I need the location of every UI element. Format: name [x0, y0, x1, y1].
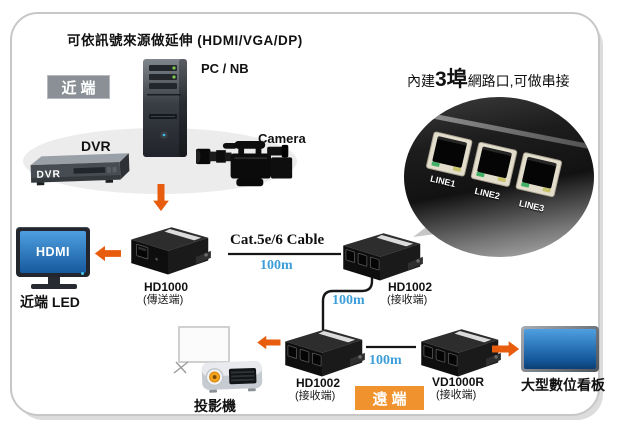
dvr-label: DVR: [81, 138, 111, 154]
cable-type-label: Cat.5e/6 Cable: [230, 232, 325, 248]
port-label-line3: LINE3: [518, 198, 546, 214]
callout-suffix: 網路口,可做串接: [467, 73, 570, 89]
extender-hd1002a-illustration: [343, 233, 423, 281]
rj45-port-1: [425, 131, 473, 178]
projector-illustration: [201, 361, 263, 393]
extender-hd1000-illustration: [131, 227, 211, 275]
arrow-left-monitor-icon: [94, 245, 121, 262]
cable-length-2: 100m: [332, 293, 365, 308]
extender-vd1000r-model: VD1000R: [432, 375, 485, 389]
cable-length-3: 100m: [369, 353, 402, 368]
extender-vd1000r-illustration: [421, 329, 501, 377]
extender-hd1002a-model: HD1002: [388, 280, 433, 294]
pc-label: PC / NB: [201, 61, 249, 76]
dvr-illustration: DVR: [30, 153, 130, 186]
near-monitor-label: 近端 LED: [20, 294, 80, 310]
callout-prefix: 內建: [407, 73, 435, 89]
extender-hd1002b-model: HD1002: [296, 376, 341, 390]
camera-label: Camera: [258, 131, 306, 146]
signage-illustration: [521, 326, 599, 372]
callout-highlight: 3埠: [435, 68, 468, 91]
rj45-port-2: [470, 141, 518, 188]
rj45-port-3: [515, 151, 563, 198]
extender-vd1000r-role: (接收端): [436, 389, 477, 401]
port-label-line2: LINE2: [473, 185, 501, 202]
pc-tower-illustration: [143, 59, 187, 157]
arrow-down-icon: [153, 184, 169, 212]
extender-hd1002b-role: (接收端): [295, 390, 336, 402]
extender-hd1000-model: HD1000: [144, 280, 189, 294]
extender-hd1000-role: (傳送端): [143, 294, 184, 306]
projector-label: 投影機: [194, 398, 236, 414]
camera-illustration: [196, 141, 293, 187]
cable-length-1: 100m: [260, 258, 293, 273]
extender-hd1002b-illustration: [285, 329, 365, 377]
extender-hd1002a-role: (接收端): [387, 294, 428, 306]
signage-label: 大型數位看板: [521, 377, 605, 393]
ports-callout-heading: 內建3埠網路口,可做串接: [407, 63, 570, 93]
near-monitor-illustration: HDMI: [16, 227, 92, 289]
arrow-right-signage-icon: [492, 341, 520, 357]
lan-ports-photo: LINE1 LINE2 LINE3: [404, 97, 594, 257]
projection-screen-illustration: [178, 326, 230, 363]
diagram-title: 可依訊號來源做延伸 (HDMI/VGA/DP): [67, 33, 303, 48]
near-end-badge: 近端: [47, 75, 110, 99]
dvr-front-text: DVR: [36, 169, 61, 181]
far-end-badge: 遠端: [355, 386, 424, 410]
monitor-screen-text: HDMI: [20, 231, 86, 273]
monitor-power-led: [81, 272, 84, 275]
arrow-left-projector-icon: [257, 335, 281, 350]
screen-legs: [173, 361, 189, 374]
